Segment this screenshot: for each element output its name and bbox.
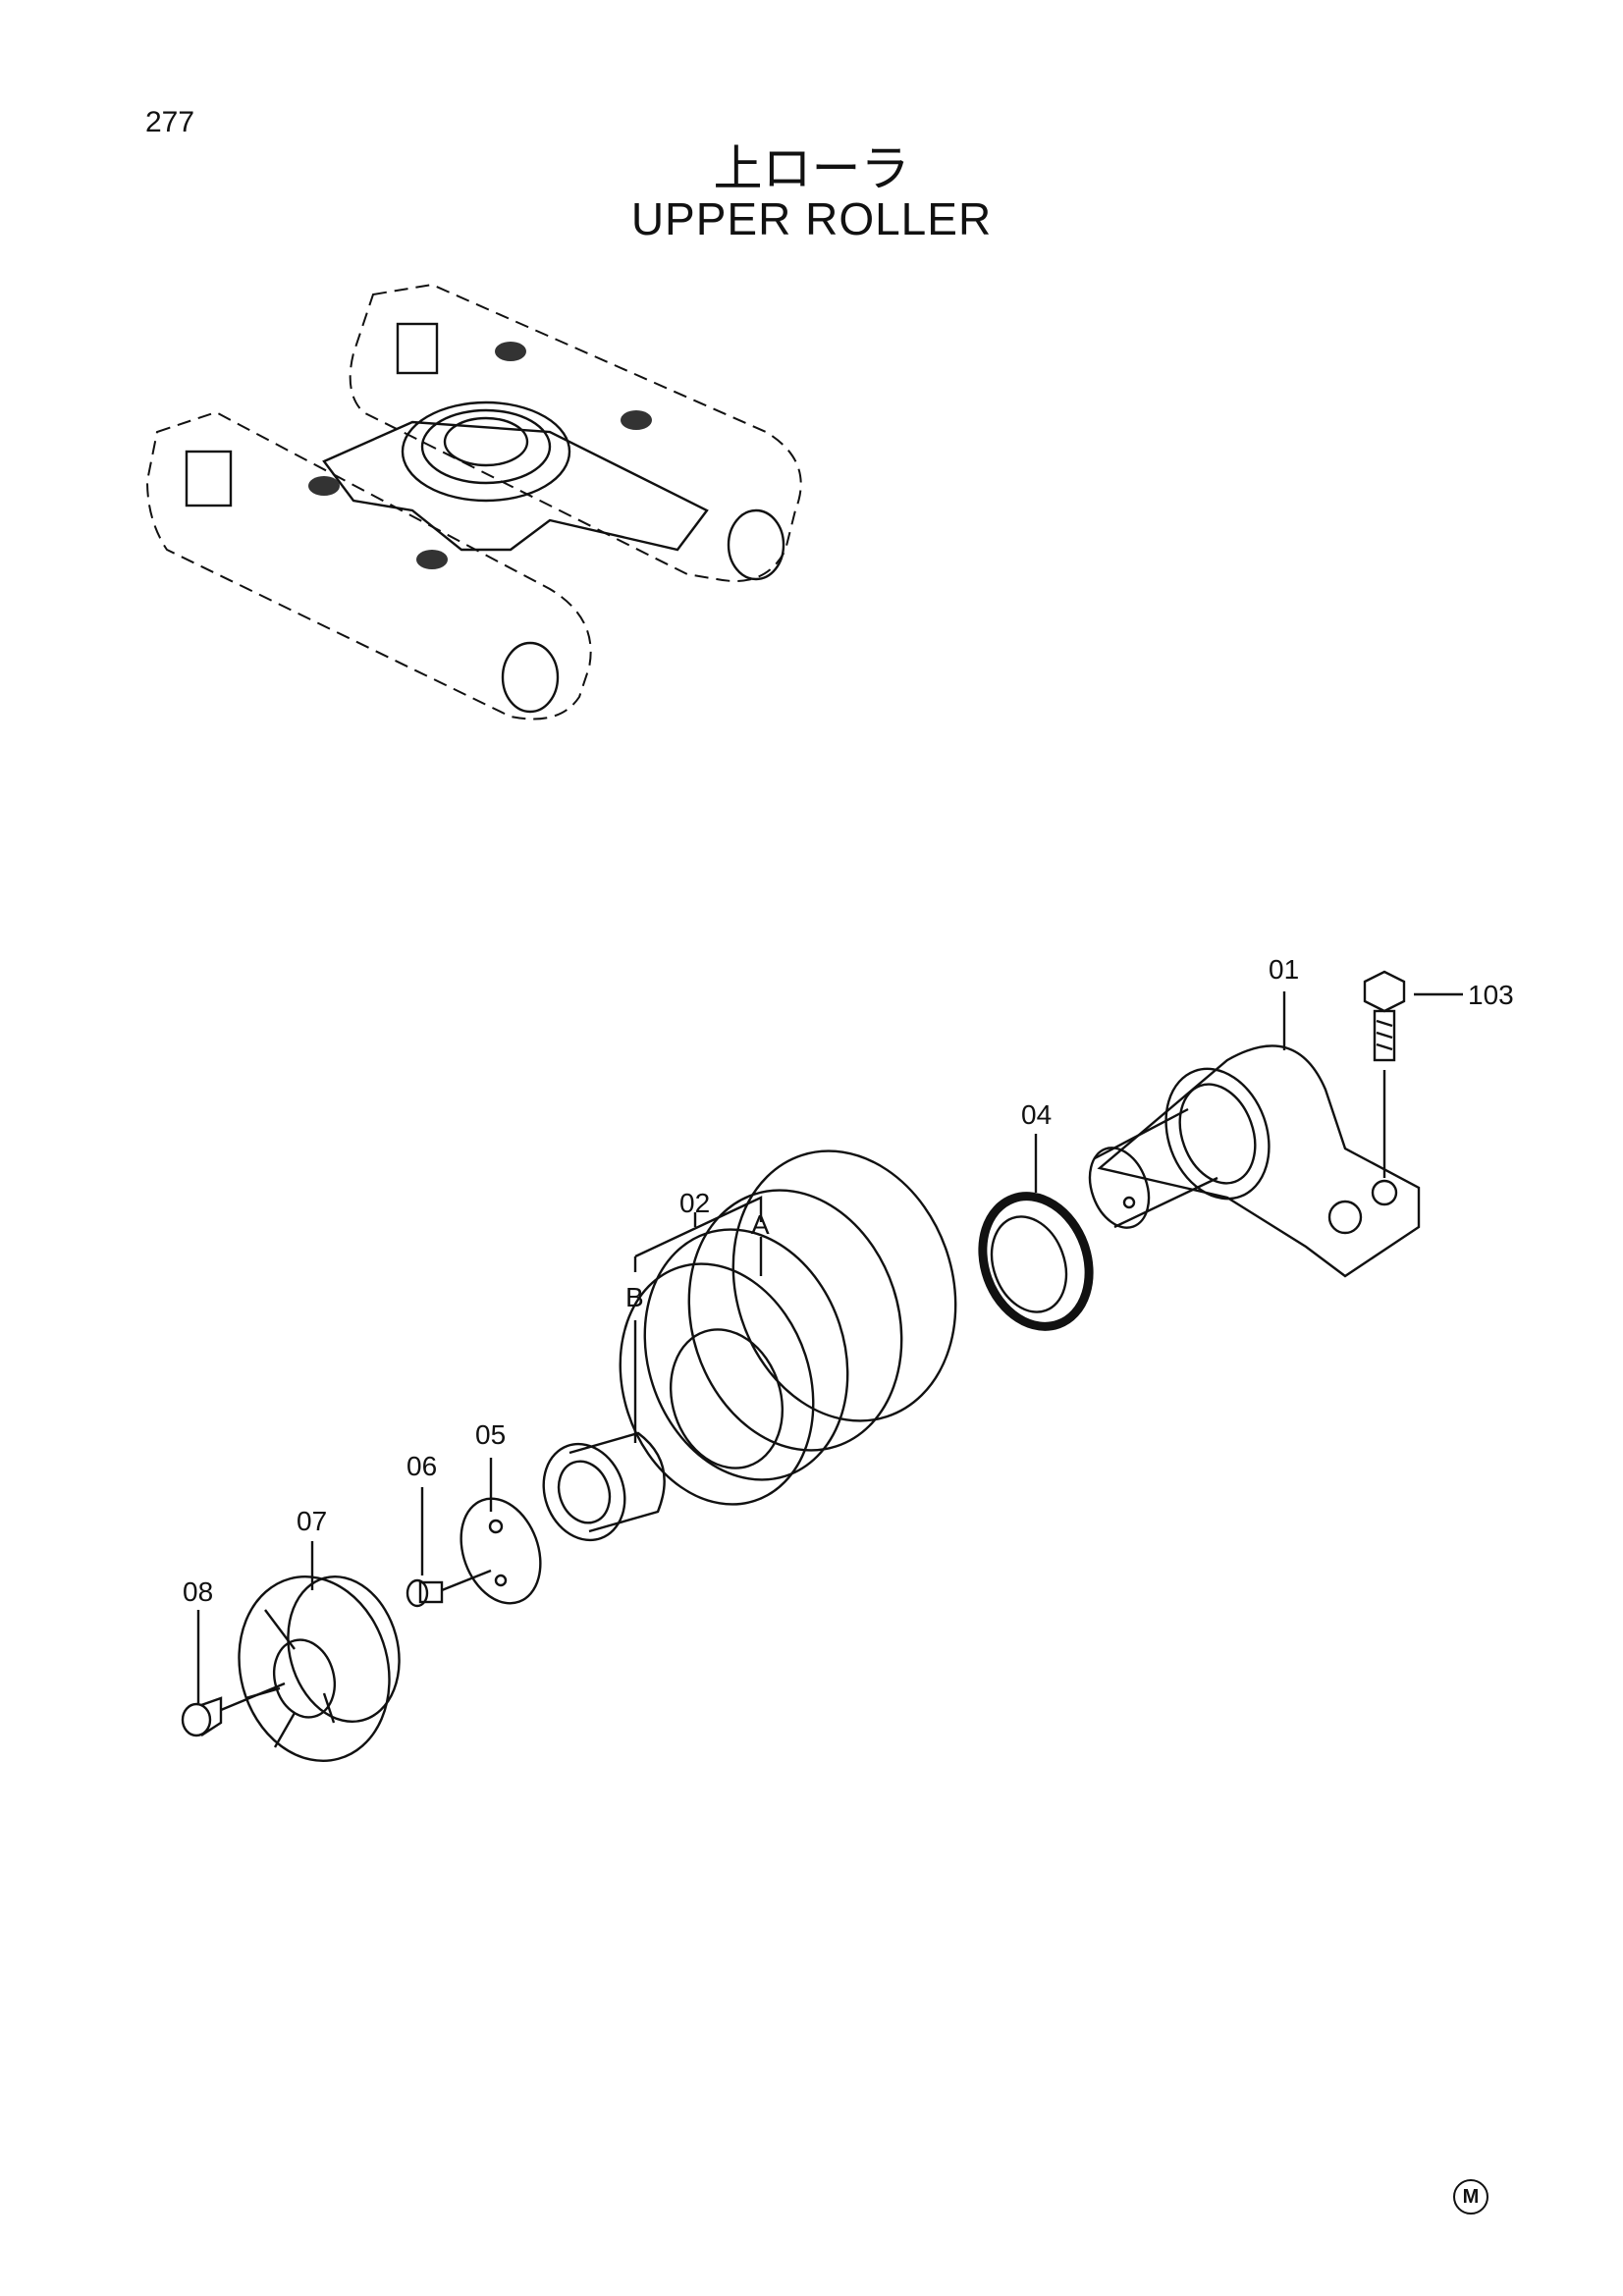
callout-02: 02: [679, 1188, 711, 1218]
circled-m-mark: M: [1453, 2179, 1488, 2215]
part-02-bushing: [542, 1431, 666, 1542]
page-number: 277: [145, 106, 195, 138]
callout-b: B: [625, 1282, 644, 1312]
title-english: UPPER ROLLER: [630, 193, 993, 244]
callout-06: 06: [406, 1451, 438, 1481]
callout-01: 01: [1269, 954, 1300, 985]
part-08-plug: [181, 1682, 286, 1737]
part-01-shaft-bracket: [1088, 1044, 1421, 1278]
roller-marker-2: [621, 410, 652, 430]
callout-08: 08: [183, 1576, 214, 1607]
part-06-screw: [406, 1569, 492, 1608]
undercarriage-overview: [145, 283, 802, 721]
roller-marker-1: [495, 342, 526, 361]
roller-marker-4: [416, 550, 448, 569]
part-02-roller: [619, 1149, 957, 1506]
title-japanese: 上ローラ: [713, 140, 910, 197]
part-07-end-cap: [238, 1575, 401, 1762]
part-04-seal: [978, 1192, 1094, 1331]
roller-marker-3: [308, 476, 340, 496]
callout-07: 07: [297, 1506, 328, 1536]
part-05-plate: [460, 1497, 542, 1605]
callout-05: 05: [475, 1419, 507, 1450]
callout-04: 04: [1021, 1099, 1053, 1130]
callout-a: A: [751, 1209, 770, 1240]
leader-lines: [196, 991, 1463, 1703]
callout-103: 103: [1468, 980, 1514, 1010]
part-103-bolt: [1363, 970, 1406, 1178]
